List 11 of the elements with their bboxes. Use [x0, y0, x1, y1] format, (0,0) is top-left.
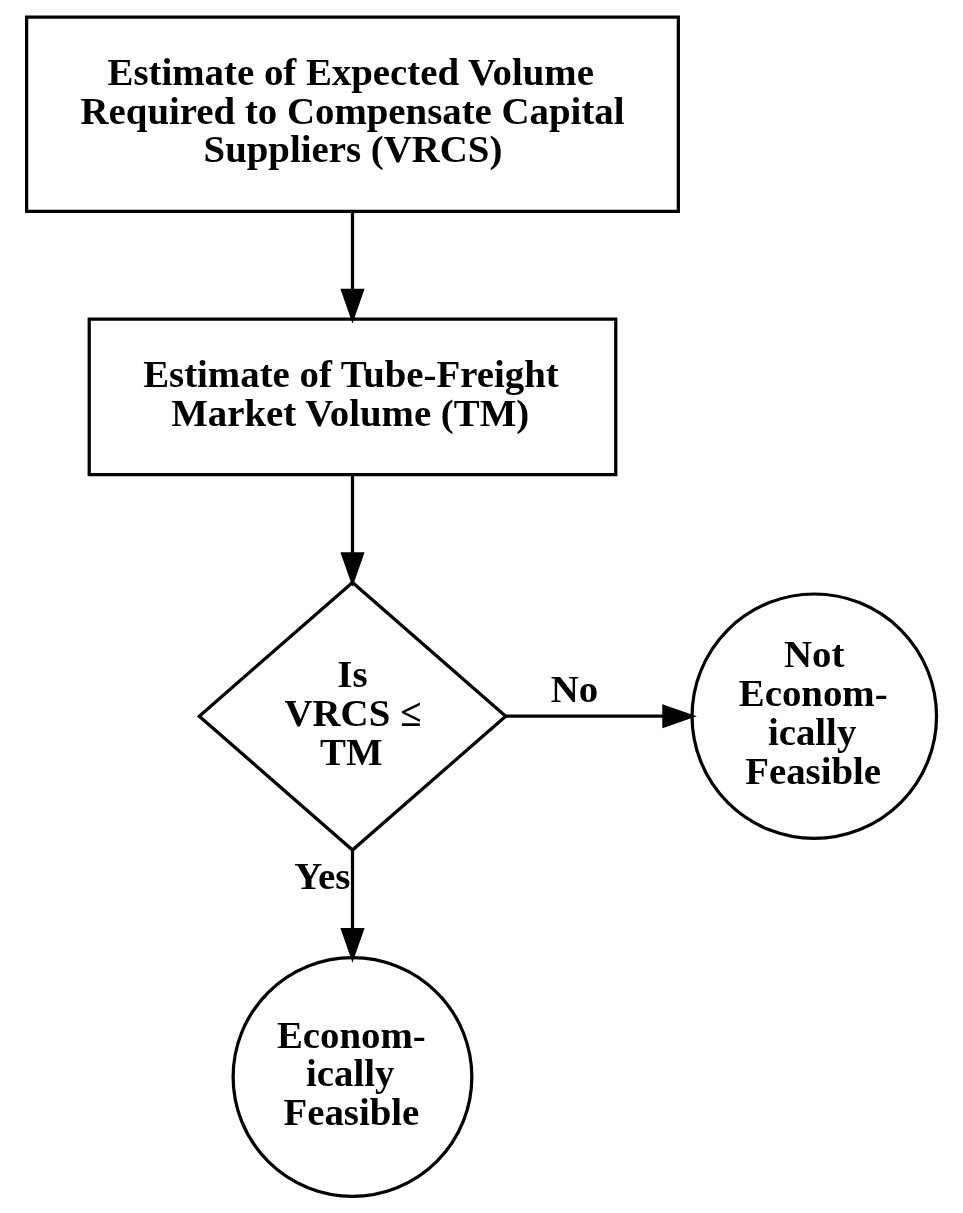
node-circle: Econom- ically Feasible: [231, 955, 474, 1198]
edge-label: No: [550, 666, 599, 710]
node-box: Estimate of Expected Volume Required to Compensate Capital Suppliers (VRCS): [25, 15, 680, 213]
node-diamond: Is VRCS ≤ TM: [196, 580, 509, 853]
node-box: Estimate of Tube-Freight Market Volume (TM): [87, 317, 618, 477]
arrow: [340, 475, 365, 587]
arrow: [340, 211, 365, 324]
arrow: [340, 850, 365, 963]
edge-label: Yes: [294, 854, 351, 898]
arrow: [505, 704, 697, 729]
node-circle: Not Econom- ically Feasible: [690, 592, 939, 841]
